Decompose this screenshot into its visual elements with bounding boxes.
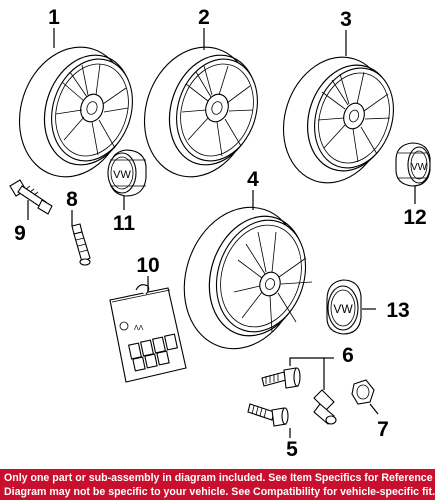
- vw-emblem-icon: VW: [411, 162, 428, 173]
- callout-1: 1: [48, 6, 60, 29]
- disclaimer-banner: Only one part or sub-assembly in diagram…: [0, 469, 435, 500]
- center-cap-12: VW: [395, 142, 431, 187]
- callout-12: 12: [403, 206, 426, 229]
- center-cap-13: VW: [326, 279, 362, 335]
- wheel-4: [183, 206, 313, 350]
- callout-9: 9: [14, 222, 26, 245]
- tpms-kit-10: ΛΛ: [109, 284, 187, 383]
- disclaimer-line-2: Diagram may not be specific to your vehi…: [4, 486, 435, 498]
- callout-5: 5: [286, 438, 298, 461]
- callout-4: 4: [247, 168, 259, 191]
- callout-3: 3: [340, 8, 352, 31]
- svg-text:ΛΛ: ΛΛ: [134, 325, 144, 332]
- callout-numbers: 1 2 3 4 5 6 7 8 9 10 11 12 13: [14, 6, 427, 461]
- lug-bolt-6a: [261, 367, 301, 389]
- center-cap-11: VW: [107, 149, 147, 197]
- callout-11: 11: [113, 212, 136, 235]
- vw-emblem-icon: VW: [333, 302, 353, 316]
- lug-bolt-5: [247, 403, 289, 427]
- wheel-3: [282, 56, 394, 184]
- callout-6: 6: [342, 344, 354, 367]
- callout-2: 2: [198, 6, 210, 29]
- wheel-1: [18, 46, 133, 178]
- parts-diagram: VW VW VW ΛΛ: [9, 6, 431, 461]
- valve-core-8: [71, 223, 91, 266]
- vw-emblem-icon: VW: [113, 169, 131, 181]
- lug-bolt-6b: [313, 389, 337, 425]
- callout-13: 13: [386, 299, 409, 322]
- callout-8: 8: [66, 188, 78, 211]
- lug-nut-7: [351, 379, 375, 405]
- leader-lines: [27, 28, 416, 438]
- callout-10: 10: [136, 254, 159, 277]
- callout-7: 7: [377, 418, 389, 441]
- disclaimer-line-1: Only one part or sub-assembly in diagram…: [4, 472, 435, 484]
- valve-stem-9: [9, 179, 53, 215]
- wheel-2: [143, 46, 258, 178]
